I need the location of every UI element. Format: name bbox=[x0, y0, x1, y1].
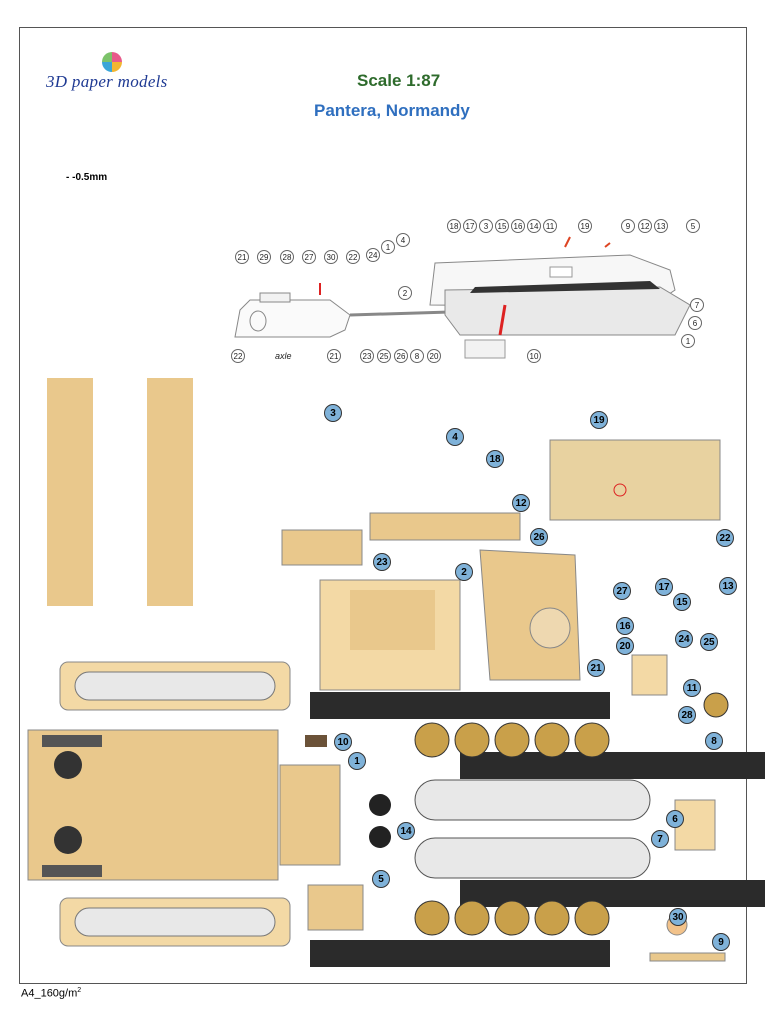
part-badge-21: 21 bbox=[587, 659, 605, 677]
callout-top-5: 5 bbox=[686, 219, 700, 233]
callout-side-6: 6 bbox=[688, 316, 702, 330]
part-badge-20: 20 bbox=[616, 637, 634, 655]
assembly-diagram: axle bbox=[220, 215, 720, 370]
side-strip-left bbox=[47, 378, 93, 606]
part-badge-5: 5 bbox=[372, 870, 390, 888]
part-badge-13: 13 bbox=[719, 577, 737, 595]
part-badge-2: 2 bbox=[455, 563, 473, 581]
callout-side-2: 2 bbox=[398, 286, 412, 300]
parts-sheet bbox=[20, 380, 765, 980]
callout-top-3: 3 bbox=[479, 219, 493, 233]
part-badge-27: 27 bbox=[613, 582, 631, 600]
part-badge-22: 22 bbox=[716, 529, 734, 547]
logo: 3D paper models bbox=[40, 50, 180, 95]
part-badge-8: 8 bbox=[705, 732, 723, 750]
part-badge-26: 26 bbox=[530, 528, 548, 546]
callout-side-7: 7 bbox=[690, 298, 704, 312]
part-badge-24: 24 bbox=[675, 630, 693, 648]
part-badge-30: 30 bbox=[669, 908, 687, 926]
logo-text: 3D paper models bbox=[46, 72, 168, 91]
paper-spec-text: A4_160g/m bbox=[21, 987, 78, 1000]
thickness-note: - -0.5mm bbox=[66, 172, 108, 183]
callout-left-21: 21 bbox=[235, 250, 249, 264]
callout-top-18: 18 bbox=[447, 219, 461, 233]
part-badge-3: 3 bbox=[324, 404, 342, 422]
callout-left-22: 22 bbox=[346, 250, 360, 264]
callout-left-24: 24 bbox=[366, 248, 380, 262]
callout-bottom-20: 20 bbox=[427, 349, 441, 363]
part-badge-23: 23 bbox=[373, 553, 391, 571]
callout-top-9: 9 bbox=[621, 219, 635, 233]
scale-title: Scale 1:87 bbox=[357, 71, 441, 90]
part-badge-17: 17 bbox=[655, 578, 673, 596]
callout-left-30: 30 bbox=[324, 250, 338, 264]
callout-bottom-26: 26 bbox=[394, 349, 408, 363]
callout-left-29: 29 bbox=[257, 250, 271, 264]
callout-bottom-1: 1 bbox=[681, 334, 695, 348]
model-name: Pantera, Normandy bbox=[314, 101, 470, 120]
callout-left-1: 1 bbox=[381, 240, 395, 254]
part-badge-4: 4 bbox=[446, 428, 464, 446]
callout-left-28: 28 bbox=[280, 250, 294, 264]
logo-icon bbox=[102, 52, 122, 72]
callout-top-16: 16 bbox=[511, 219, 525, 233]
part-badge-10: 10 bbox=[334, 733, 352, 751]
part-badge-28: 28 bbox=[678, 706, 696, 724]
part-badge-1: 1 bbox=[348, 752, 366, 770]
part-badge-14: 14 bbox=[397, 822, 415, 840]
callout-top-12: 12 bbox=[638, 219, 652, 233]
paper-spec-exponent: 2 bbox=[77, 987, 82, 994]
callout-bottom-25: 25 bbox=[377, 349, 391, 363]
axle-label: axle bbox=[275, 351, 292, 361]
assembly-drawing: axle bbox=[234, 236, 691, 361]
callout-bottom-10: 10 bbox=[527, 349, 541, 363]
part-badge-15: 15 bbox=[673, 593, 691, 611]
callout-bottom-21: 21 bbox=[327, 349, 341, 363]
part-badge-25: 25 bbox=[700, 633, 718, 651]
sheet-border bbox=[19, 27, 747, 984]
part-badge-18: 18 bbox=[486, 450, 504, 468]
callout-bottom-8: 8 bbox=[410, 349, 424, 363]
part-badge-11: 11 bbox=[683, 679, 701, 697]
parts-drawing bbox=[27, 439, 765, 967]
callout-top-11: 11 bbox=[543, 219, 557, 233]
side-strip-right bbox=[147, 378, 193, 606]
part-badge-7: 7 bbox=[651, 830, 669, 848]
callout-bottom-22: 22 bbox=[231, 349, 245, 363]
part-badge-19: 19 bbox=[590, 411, 608, 429]
part-badge-9: 9 bbox=[712, 933, 730, 951]
callout-top-15: 15 bbox=[495, 219, 509, 233]
callout-left-27: 27 bbox=[302, 250, 316, 264]
callout-bottom-23: 23 bbox=[360, 349, 374, 363]
callout-top-19: 19 bbox=[578, 219, 592, 233]
callout-top-17: 17 bbox=[463, 219, 477, 233]
callout-top-14: 14 bbox=[527, 219, 541, 233]
part-badge-16: 16 bbox=[616, 617, 634, 635]
callout-top-13: 13 bbox=[654, 219, 668, 233]
part-badge-12: 12 bbox=[512, 494, 530, 512]
paper-spec: A4_160g/m2 bbox=[21, 987, 81, 1000]
callout-left-4: 4 bbox=[396, 233, 410, 247]
part-badge-6: 6 bbox=[666, 810, 684, 828]
